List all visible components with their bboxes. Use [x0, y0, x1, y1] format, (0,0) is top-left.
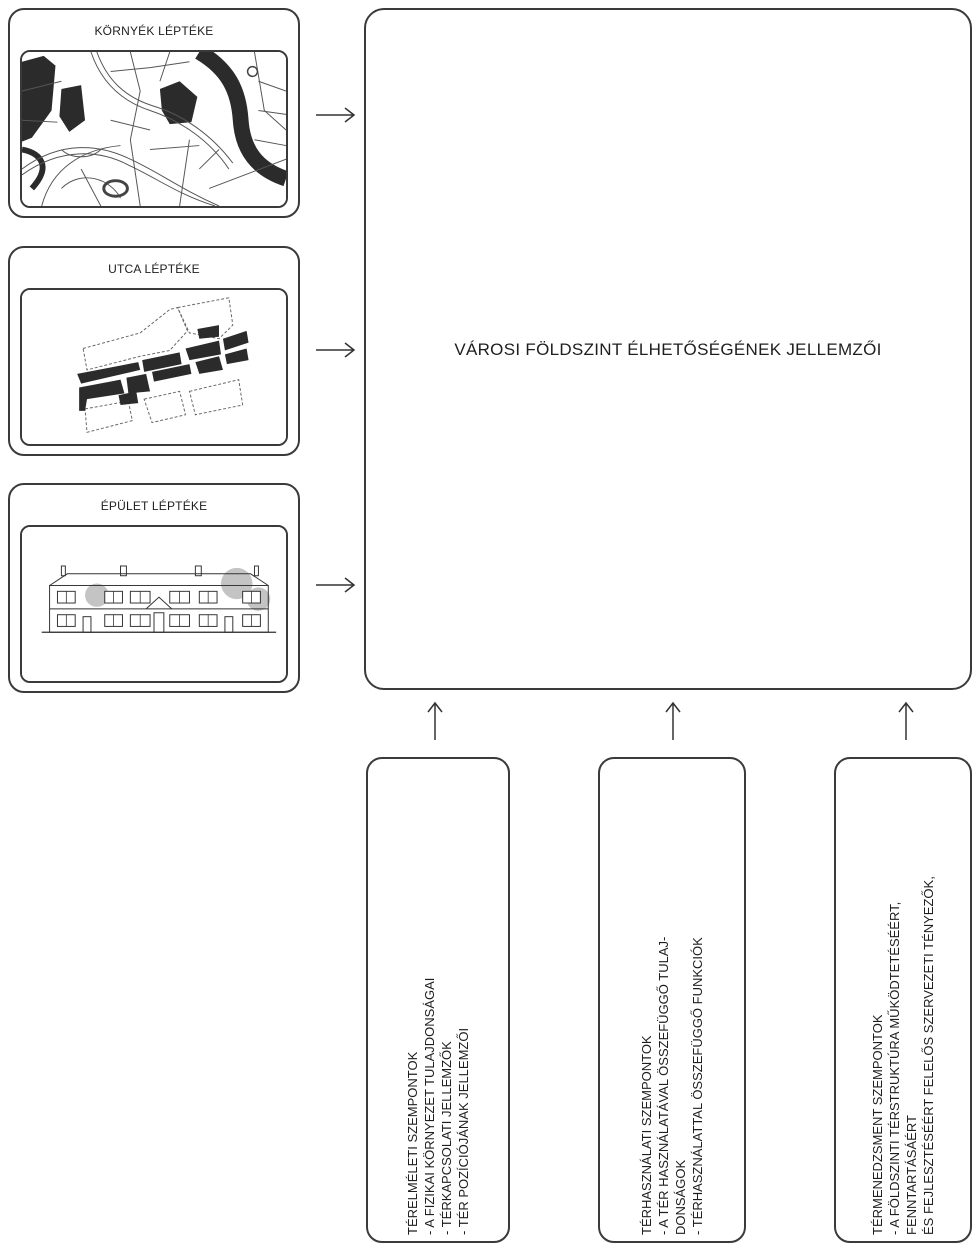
aspect-text: TÉRHASZNÁLATI SZEMPONTOK - A TÉR HASZNÁL… — [638, 765, 706, 1235]
arrow-right-icon — [316, 107, 356, 123]
scale-title: ÉPÜLET LÉPTÉKE — [100, 499, 208, 513]
scale-title: UTCA LÉPTÉKE — [108, 262, 200, 276]
arrow-up-icon — [427, 701, 443, 740]
aspect-title: TÉRELMÉLETI SZEMPONTOK — [405, 1051, 420, 1235]
neighborhood-map-icon — [20, 50, 288, 208]
aspect-box-spatial-theory: TÉRELMÉLETI SZEMPONTOK - A FIZIKAI KÖRNY… — [366, 757, 510, 1243]
aspect-text: TÉRMENEDZSMENT SZEMPONTOK - A FÖLDSZINTI… — [869, 765, 937, 1235]
aspect-title: TÉRHASZNÁLATI SZEMPONTOK — [639, 1035, 654, 1235]
aspect-line: - TÉR POZÍCIÓJÁNAK JELLEMZŐI — [456, 1027, 471, 1235]
aspect-text: TÉRELMÉLETI SZEMPONTOK - A FIZIKAI KÖRNY… — [404, 765, 472, 1235]
scale-box-building: ÉPÜLET LÉPTÉKE — [8, 483, 300, 693]
aspect-line: ÉS FEJLESZTÉSÉÉRT FELELŐS SZERVEZETI TÉN… — [921, 876, 936, 1235]
aspect-line: - A TÉR HASZNÁLATÁVAL ÖSSZEFÜGGŐ TULAJ- — [656, 936, 671, 1235]
scale-title: KÖRNYÉK LÉPTÉKE — [94, 24, 214, 38]
arrow-up-icon — [665, 701, 681, 740]
aspect-box-space-use: TÉRHASZNÁLATI SZEMPONTOK - A TÉR HASZNÁL… — [598, 757, 746, 1243]
arrow-up-icon — [898, 701, 914, 740]
aspect-box-space-management: TÉRMENEDZSMENT SZEMPONTOK - A FÖLDSZINTI… — [834, 757, 972, 1243]
scale-box-neighborhood: KÖRNYÉK LÉPTÉKE — [8, 8, 300, 218]
scale-box-street: UTCA LÉPTÉKE — [8, 246, 300, 456]
aspect-line: DONSÁGOK — [673, 1159, 688, 1235]
central-title: VÁROSI FÖLDSZINT ÉLHETŐSÉGÉNEK JELLEMZŐI — [454, 340, 882, 359]
street-plan-icon — [20, 288, 288, 446]
aspect-line: - TÉRKAPCSOLATI JELLEMZŐK — [439, 1041, 454, 1235]
arrow-right-icon — [316, 342, 356, 358]
aspect-line: - TÉRHASZNÁLATTAL ÖSSZEFÜGGŐ FUNKCIÓK — [690, 937, 705, 1235]
arrow-right-icon — [316, 577, 356, 593]
building-facade-icon — [20, 525, 288, 683]
aspect-line: - A FÖLDSZINTI TÉRSTRUKTÚRA MŰKÖDTETÉSÉÉ… — [887, 901, 902, 1235]
aspect-line: - A FIZIKAI KÖRNYEZET TULAJDONSÁGAI — [422, 977, 437, 1235]
aspect-line: FENNTARTÁSÁÉRT — [904, 1115, 919, 1235]
central-box: VÁROSI FÖLDSZINT ÉLHETŐSÉGÉNEK JELLEMZŐI — [364, 8, 972, 690]
aspect-title: TÉRMENEDZSMENT SZEMPONTOK — [870, 1014, 885, 1235]
